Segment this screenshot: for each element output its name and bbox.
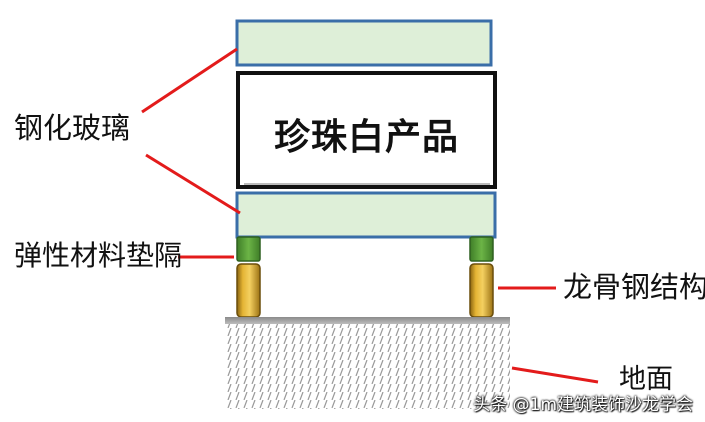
elastic-pad-right bbox=[469, 236, 494, 262]
product-slab bbox=[236, 71, 497, 189]
pointer-glass-bottom bbox=[145, 153, 241, 215]
label-floor: 地面 bbox=[619, 364, 673, 395]
pointer-glass-top bbox=[141, 47, 238, 114]
elastic-pad-left bbox=[236, 236, 261, 262]
pointer-lines bbox=[141, 47, 599, 384]
label-tempered-glass: 钢化玻璃 bbox=[14, 111, 131, 145]
floor-hatching bbox=[225, 324, 510, 409]
tempered-glass-top bbox=[235, 19, 493, 67]
label-elastic-pad: 弹性材料垫隔 bbox=[14, 239, 183, 272]
label-product: 珍珠白产品 bbox=[273, 117, 459, 158]
floor-surface bbox=[225, 317, 510, 324]
watermark: 头条 @1m建筑装饰沙龙学会 bbox=[473, 395, 693, 415]
tempered-glass-bottom bbox=[235, 191, 497, 239]
label-keel-steel: 龙骨钢结构 bbox=[563, 270, 705, 304]
keel-steel-right bbox=[469, 263, 494, 318]
keel-steel-left bbox=[236, 263, 261, 318]
pointer-floor bbox=[511, 366, 599, 384]
